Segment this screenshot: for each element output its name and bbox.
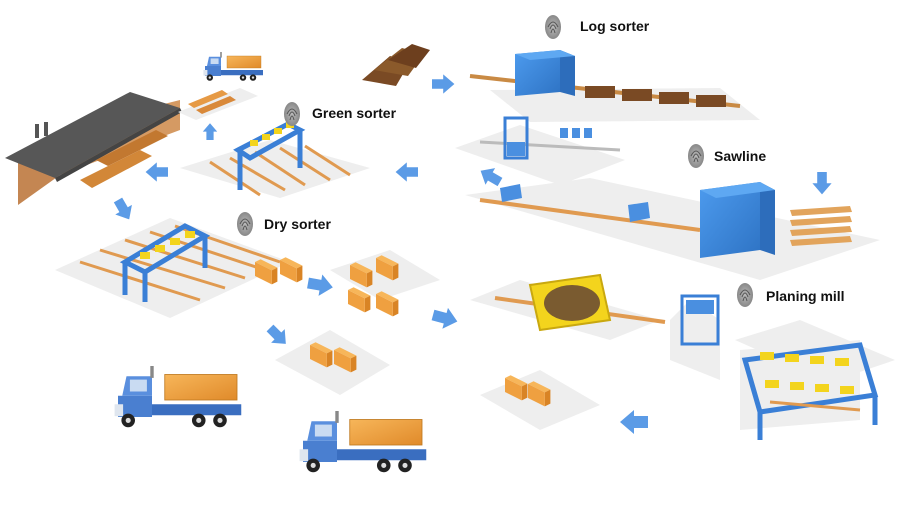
log-sorter-station — [469, 50, 760, 122]
lumber-stacks — [255, 250, 600, 430]
fingerprint-icon — [284, 102, 300, 126]
lumber-truck-center — [299, 410, 427, 473]
small-log-truck — [203, 51, 264, 82]
log-piles — [362, 44, 430, 86]
green-sorter-station — [180, 121, 370, 198]
dry-sorter-station — [55, 218, 290, 318]
lumber-truck-left — [114, 365, 242, 428]
label-green-sorter: Green sorter — [312, 105, 397, 121]
fingerprint-icon — [737, 283, 753, 307]
label-sawline: Sawline — [714, 148, 767, 164]
planing-mill-station — [670, 294, 895, 440]
storage-building — [5, 92, 182, 205]
label-dry-sorter: Dry sorter — [264, 216, 331, 232]
planer-machine — [470, 273, 666, 340]
trimmer-station — [455, 116, 625, 185]
fingerprint-icon — [237, 212, 253, 236]
label-log-sorter: Log sorter — [580, 18, 650, 34]
label-planing-mill: Planing mill — [766, 288, 845, 304]
sawline-station — [465, 178, 880, 280]
fingerprint-icon — [545, 15, 561, 39]
log-pallet-small — [178, 88, 258, 120]
fingerprint-icon — [688, 144, 704, 168]
